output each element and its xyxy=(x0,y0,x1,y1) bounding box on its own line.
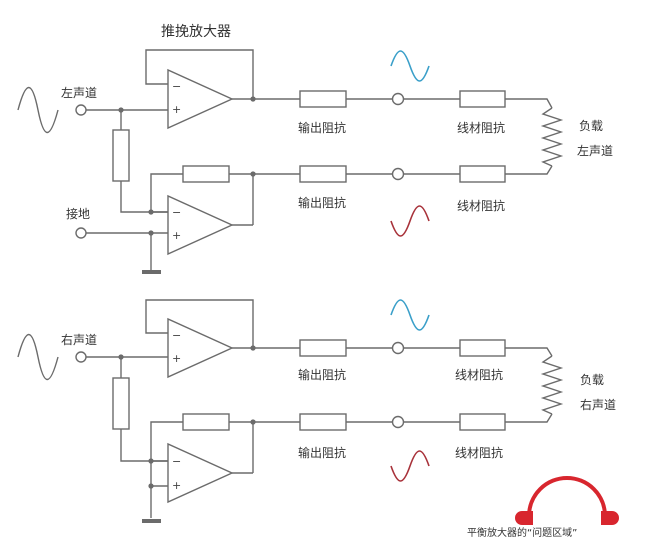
feedback-resistor-lower xyxy=(182,413,230,431)
lower-opamp xyxy=(167,194,234,256)
cable-impedance-resistor-lower xyxy=(459,165,506,183)
svg-text:−: − xyxy=(172,455,181,468)
headphone-logo-icon xyxy=(515,476,619,525)
bottom-load-channel-label: 右声道 xyxy=(580,397,616,412)
output-impedance-resistor-lower xyxy=(299,413,347,431)
output-wave-blue-bottom xyxy=(390,299,430,331)
input-terminal xyxy=(75,104,87,116)
svg-text:+: + xyxy=(172,103,181,116)
top-load-channel-label: 左声道 xyxy=(577,143,613,158)
svg-text:+: + xyxy=(172,352,181,365)
output-node-upper xyxy=(391,341,405,355)
output-impedance-resistor-lower xyxy=(299,165,347,183)
input-sine-wave xyxy=(17,87,59,133)
svg-text:−: − xyxy=(172,329,181,342)
bottom-cable-impedance-lower-label: 线材阻抗 xyxy=(455,445,503,460)
input-divider-resistor xyxy=(112,129,130,182)
ground-label: 接地 xyxy=(66,206,90,221)
upper-opamp xyxy=(167,68,234,130)
load-resistor-zigzag xyxy=(540,355,564,415)
output-wave-red-bottom xyxy=(390,450,430,482)
cable-impedance-resistor-lower xyxy=(459,413,506,431)
output-wave-red-top xyxy=(390,205,430,237)
input-divider-resistor xyxy=(112,377,130,430)
cable-impedance-resistor-upper xyxy=(459,90,506,108)
load-resistor-zigzag xyxy=(540,107,564,167)
output-node-lower xyxy=(391,415,405,429)
svg-text:+: + xyxy=(172,479,181,492)
bottom-load-label: 负载 xyxy=(580,373,604,387)
bottom-cable-impedance-upper-label: 线材阻抗 xyxy=(455,367,503,382)
input-terminal xyxy=(75,351,87,363)
bottom-output-impedance-upper-label: 输出阻抗 xyxy=(298,367,346,382)
top-load-label: 负载 xyxy=(579,119,603,133)
bottom-circuit xyxy=(17,299,564,523)
watermark-text: 平衡放大器的“问题区域” xyxy=(467,526,577,539)
svg-text:−: − xyxy=(172,206,181,219)
output-node-upper xyxy=(391,92,405,106)
output-impedance-resistor-upper xyxy=(299,339,347,357)
cable-impedance-resistor-upper xyxy=(459,339,506,357)
top-cable-impedance-upper-label: 线材阻抗 xyxy=(457,120,505,135)
bottom-input-label: 右声道 xyxy=(61,332,97,347)
output-impedance-resistor-upper xyxy=(299,90,347,108)
junction-dots xyxy=(118,96,256,489)
output-wave-blue-top xyxy=(390,50,430,82)
opamp-polarity-signs: − + − + − + − + xyxy=(172,80,181,492)
ground-terminal xyxy=(75,227,87,239)
top-circuit xyxy=(17,49,564,274)
top-output-impedance-upper-label: 输出阻抗 xyxy=(298,120,346,135)
top-input-label: 左声道 xyxy=(61,85,97,100)
lower-opamp xyxy=(167,442,234,504)
upper-opamp xyxy=(167,317,234,379)
top-cable-impedance-lower-label: 线材阻抗 xyxy=(457,198,505,213)
diagram-title: 推挽放大器 xyxy=(161,24,231,40)
output-node-lower xyxy=(391,167,405,181)
input-sine-wave xyxy=(17,334,59,380)
svg-text:+: + xyxy=(172,229,181,242)
svg-text:−: − xyxy=(172,80,181,93)
feedback-resistor-lower xyxy=(182,165,230,183)
top-output-impedance-lower-label: 输出阻抗 xyxy=(298,195,346,210)
bottom-output-impedance-lower-label: 输出阻抗 xyxy=(298,445,346,460)
